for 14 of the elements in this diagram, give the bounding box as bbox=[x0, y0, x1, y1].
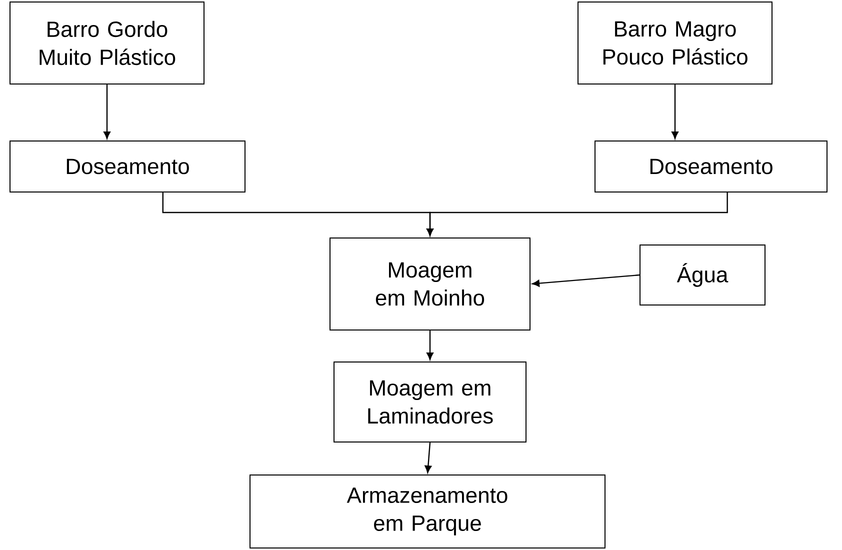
arrow bbox=[426, 192, 728, 236]
arrow bbox=[104, 84, 110, 139]
process-box: Água bbox=[640, 244, 766, 306]
arrow bbox=[672, 84, 678, 139]
arrow bbox=[426, 330, 434, 360]
arrow bbox=[532, 274, 640, 287]
process-box: Barro Gordo Muito Plástico bbox=[10, 2, 204, 84]
process-box: Doseamento bbox=[10, 140, 246, 192]
process-box: Moagem em Moinho bbox=[330, 238, 530, 330]
process-box: Armazenamento em Parque bbox=[250, 474, 606, 548]
process-box: Moagem em Laminadores bbox=[334, 362, 526, 442]
arrow bbox=[424, 442, 432, 473]
process-box: Doseamento bbox=[594, 140, 828, 192]
process-box: Barro Magro Pouco Plástico bbox=[578, 2, 772, 84]
